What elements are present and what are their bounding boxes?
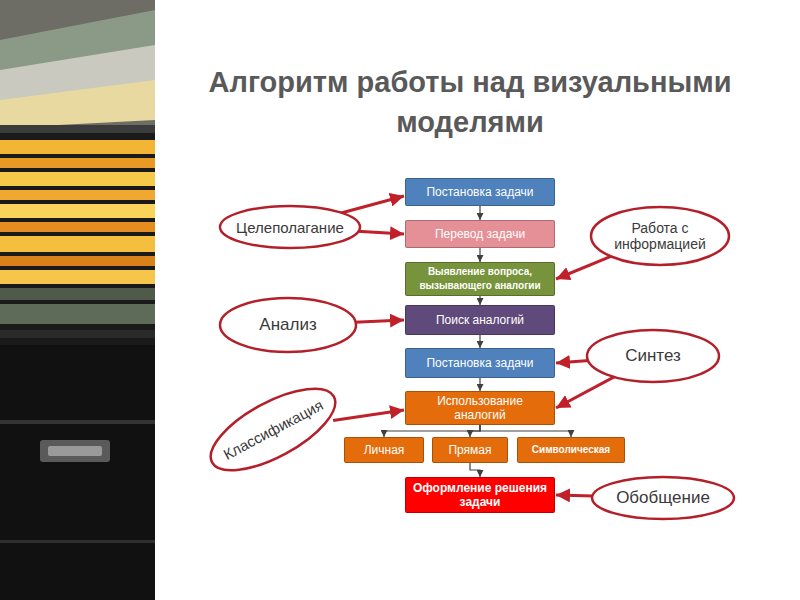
callout-arrow xyxy=(556,256,612,279)
callout-arrow xyxy=(556,361,589,363)
process-box: Поиск аналогий xyxy=(405,305,555,335)
callout-arrow xyxy=(556,495,593,496)
flow-arrow xyxy=(384,425,480,437)
process-box: Личная xyxy=(344,437,424,463)
callout-arrow xyxy=(340,196,404,213)
slide-title: Алгоритм работы над визуальными моделями xyxy=(190,62,750,142)
box-label: Личная xyxy=(364,443,405,457)
oval-label: Обобщение xyxy=(616,488,710,508)
oval-label: Анализ xyxy=(259,315,316,335)
oval-shape xyxy=(199,373,346,487)
flow-arrow xyxy=(470,425,480,437)
flow-arrow xyxy=(479,335,480,348)
file-folders-photo xyxy=(0,0,158,600)
concept-oval: Целеполагание xyxy=(218,204,362,250)
oval-label: Целеполагание xyxy=(236,219,344,236)
oval-shape xyxy=(591,207,729,265)
process-box: Оформление решения задачи xyxy=(405,477,555,513)
box-label: Использование аналогий xyxy=(412,394,548,422)
concept-oval: Обобщение xyxy=(590,475,736,521)
box-label: Прямая xyxy=(448,443,491,457)
box-label: Поиск аналогий xyxy=(436,313,524,327)
process-box: Постановка задачи xyxy=(405,348,555,378)
callout-arrow xyxy=(358,231,404,234)
oval-shape xyxy=(592,477,734,519)
flow-arrow xyxy=(480,425,571,437)
box-label: Символическая xyxy=(532,443,610,457)
concept-oval: Работа с информацией xyxy=(589,205,731,267)
process-box: Использование аналогий xyxy=(405,391,555,425)
flow-arrow xyxy=(479,248,480,262)
box-label: Оформление решения задачи xyxy=(412,481,548,509)
process-box: Постановка задачи xyxy=(405,178,555,206)
flow-arrow xyxy=(479,378,480,391)
process-box: Перевод задачи xyxy=(405,220,555,248)
concept-oval: Анализ xyxy=(218,296,358,354)
oval-label: Работа с информацией xyxy=(605,220,715,252)
box-label: Перевод задачи xyxy=(435,227,525,241)
box-label: Постановка задачи xyxy=(426,356,533,370)
callout-arrow xyxy=(556,376,615,408)
flow-arrow xyxy=(470,463,480,477)
callout-arrow xyxy=(355,320,404,322)
concept-oval: Классификация xyxy=(200,388,346,471)
oval-shape xyxy=(220,206,360,248)
concept-oval: Синтез xyxy=(585,328,721,384)
process-box: Символическая xyxy=(517,437,625,463)
oval-shape xyxy=(587,330,719,382)
box-label: Выявление вопроса, вызывающего аналогии xyxy=(412,265,548,293)
box-label: Постановка задачи xyxy=(426,185,533,199)
process-box: Прямая xyxy=(432,437,508,463)
process-box: Выявление вопроса, вызывающего аналогии xyxy=(405,262,555,296)
flow-arrow xyxy=(479,206,480,220)
oval-label: Синтез xyxy=(625,346,681,366)
oval-shape xyxy=(220,298,356,352)
flow-arrow xyxy=(479,296,480,305)
callout-arrow xyxy=(333,410,404,421)
